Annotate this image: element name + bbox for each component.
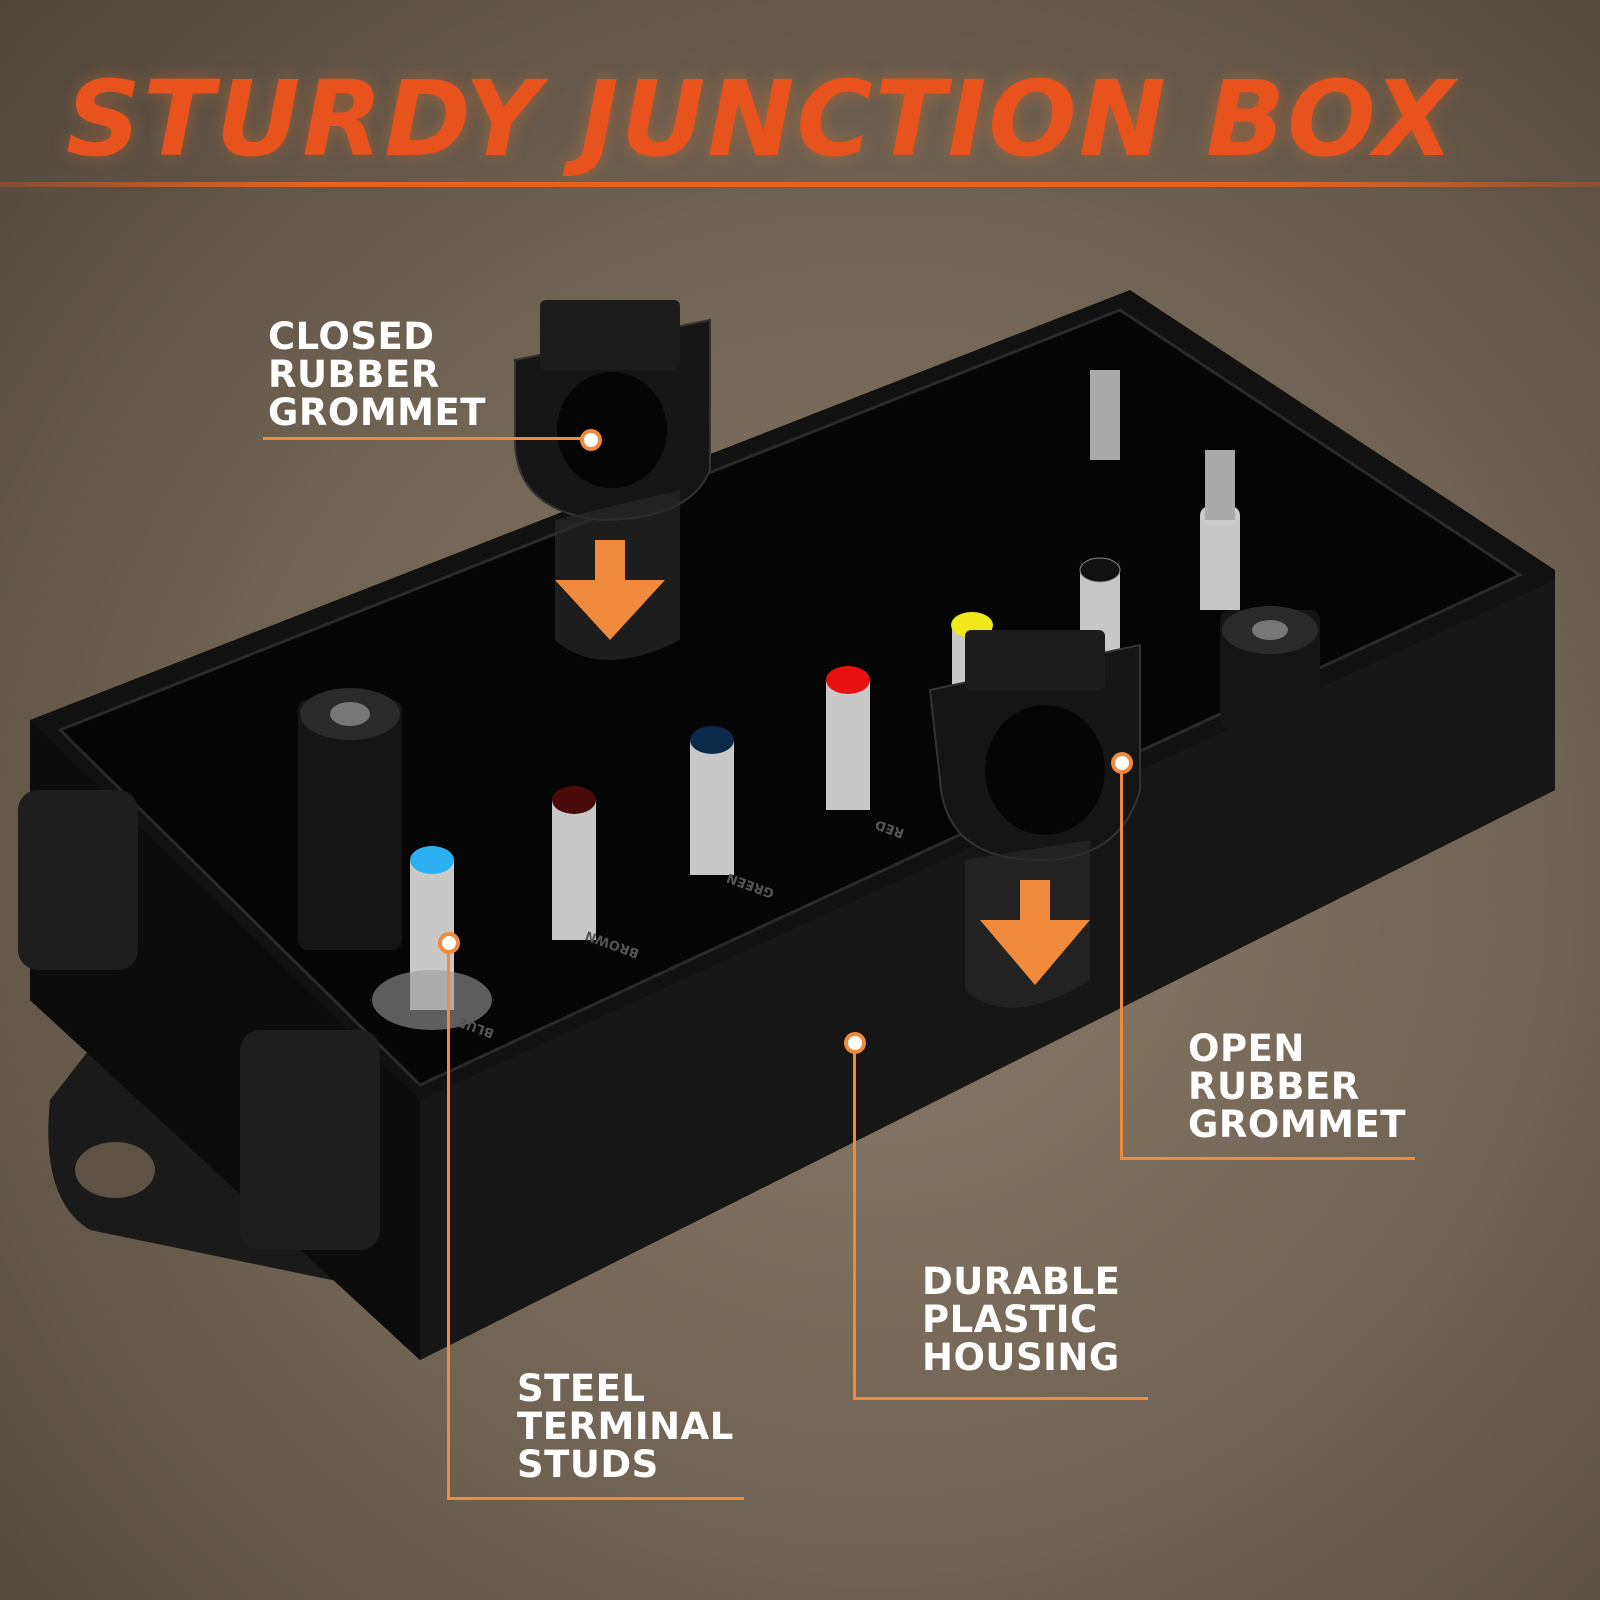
screw bbox=[1205, 450, 1235, 520]
arrow-down-icon bbox=[980, 880, 1090, 985]
label-line: RUBBER bbox=[1188, 1065, 1360, 1108]
callout-line bbox=[447, 940, 450, 1500]
callout-line bbox=[1120, 1157, 1415, 1160]
side-latch bbox=[240, 1030, 380, 1250]
label-line: TERMINAL bbox=[517, 1405, 734, 1448]
callout-line bbox=[853, 1397, 1148, 1400]
label-line: GROMMET bbox=[1188, 1103, 1406, 1146]
callout-open-grommet: OPEN RUBBER GROMMET bbox=[1188, 1030, 1406, 1144]
label-line: STEEL bbox=[517, 1367, 646, 1410]
terminal-stud-blue bbox=[372, 846, 492, 1030]
label-line: DURABLE bbox=[922, 1260, 1121, 1303]
label-line: PLASTIC bbox=[922, 1298, 1098, 1341]
arrow-down-icon bbox=[555, 540, 665, 640]
callout-studs: STEEL TERMINAL STUDS bbox=[517, 1370, 734, 1484]
label-line: CLOSED bbox=[268, 315, 435, 358]
callout-dot bbox=[844, 1032, 866, 1054]
terminal-stud-red bbox=[826, 666, 870, 810]
callout-line bbox=[1120, 760, 1123, 1160]
callout-housing: DURABLE PLASTIC HOUSING bbox=[922, 1263, 1120, 1377]
side-latch bbox=[18, 790, 138, 970]
label-line: STUDS bbox=[517, 1443, 659, 1486]
terminal-studs bbox=[372, 503, 1240, 1030]
label-line: OPEN bbox=[1188, 1027, 1305, 1070]
callout-line bbox=[853, 1040, 856, 1400]
closed-grommet bbox=[514, 300, 711, 660]
mounting-hole bbox=[75, 1142, 155, 1198]
callout-dot bbox=[580, 429, 602, 451]
headline-title: STURDY JUNCTION BOX bbox=[66, 58, 1457, 180]
open-grommet bbox=[928, 630, 1141, 1008]
callout-line bbox=[447, 1497, 744, 1500]
terminal-stud-brown bbox=[552, 786, 596, 940]
callout-line bbox=[263, 437, 583, 440]
callout-dot bbox=[1111, 752, 1133, 774]
terminal-stud-green bbox=[690, 726, 734, 875]
label-line: HOUSING bbox=[922, 1336, 1120, 1379]
callout-dot bbox=[438, 932, 460, 954]
callout-closed-grommet: CLOSED RUBBER GROMMET bbox=[268, 318, 486, 432]
label-line: RUBBER bbox=[268, 353, 440, 396]
title-divider bbox=[0, 182, 1600, 187]
screw-post bbox=[298, 700, 402, 950]
label-line: GROMMET bbox=[268, 391, 486, 434]
screw bbox=[1090, 370, 1120, 460]
